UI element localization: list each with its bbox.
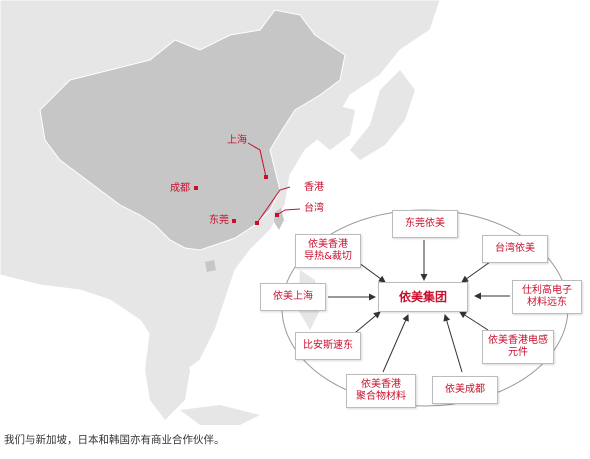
arrow-hkc <box>459 311 489 331</box>
hongkong-leader <box>256 186 291 224</box>
node-hk-components: 依美香港电感 元件 <box>482 330 554 364</box>
node-shili-label: 仕利高电子 材料远东 <box>522 285 572 308</box>
taiwan-leader <box>276 208 301 216</box>
dongguan-marker <box>232 219 236 223</box>
node-taiwan: 台湾依美 <box>482 235 548 263</box>
city-label-taiwan: 台湾 <box>304 203 324 214</box>
node-shanghai: 依美上海 <box>260 283 326 311</box>
arrow-chengdu <box>443 314 463 373</box>
city-label-shanghai: 上海 <box>227 135 247 146</box>
node-hk-thermal-label: 依美香港 导热&裁切 <box>304 239 352 262</box>
center-node-label: 依美集团 <box>398 290 447 304</box>
shanghai-leader <box>247 142 267 178</box>
node-chengdu-label: 依美成都 <box>445 384 485 395</box>
node-shili: 仕利高电子 材料远东 <box>512 280 582 314</box>
indonesia-land <box>180 405 260 425</box>
node-hk-components-label: 依美香港电感 元件 <box>488 335 548 358</box>
hainan-land <box>205 260 216 272</box>
node-dongguan: 东莞依美 <box>392 210 458 238</box>
city-label-dongguan: 东莞 <box>209 215 229 226</box>
node-bian-label: 比安斯速东 <box>303 340 353 351</box>
japan-land <box>350 70 415 160</box>
node-taiwan-label: 台湾依美 <box>495 243 535 254</box>
node-hk-polymer: 依美香港 聚合物材料 <box>346 374 416 408</box>
node-bian: 比安斯速东 <box>295 332 361 360</box>
node-chengdu: 依美成都 <box>432 376 498 404</box>
node-shanghai-label: 依美上海 <box>273 291 313 302</box>
center-node-group: 依美集团 <box>378 282 468 312</box>
node-dongguan-label: 东莞依美 <box>405 218 445 229</box>
city-label-chengdu: 成都 <box>170 183 190 194</box>
caption-text: 我们与新加坡，日本和韩国亦有商业合作伙伴。 <box>4 434 225 446</box>
korea-japan-land <box>315 105 355 150</box>
node-hk-thermal: 依美香港 导热&裁切 <box>295 234 361 268</box>
chengdu-marker <box>194 186 198 190</box>
china-land <box>39 9 346 251</box>
southeast-asia-land <box>145 330 190 420</box>
arrow-hkp <box>382 314 409 373</box>
city-label-hongkong: 香港 <box>304 182 324 193</box>
node-hk-polymer-label: 依美香港 聚合物材料 <box>356 379 406 402</box>
arrow-taiwan <box>461 261 491 283</box>
